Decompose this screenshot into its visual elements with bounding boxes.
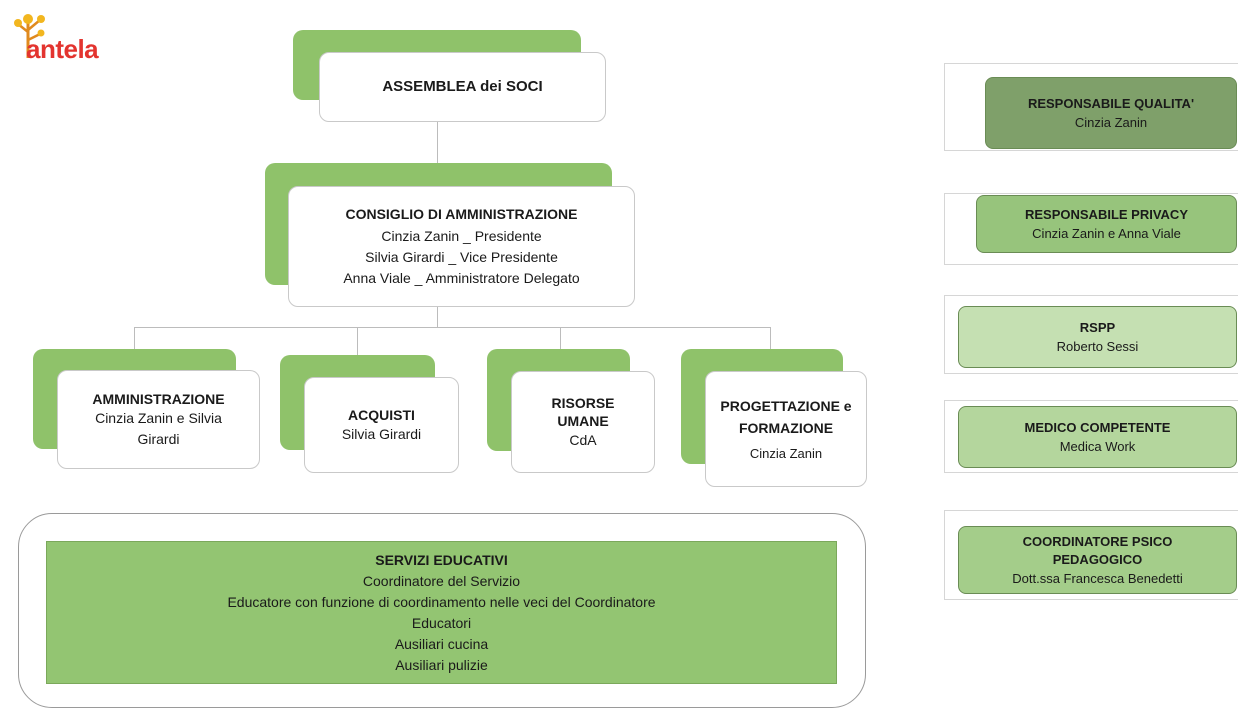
role-title: COORDINATORE PSICO PEDAGOGICO — [1022, 533, 1173, 567]
role-sub: Cinzia Zanin — [1074, 114, 1148, 130]
servizi-line: Ausiliari pulizie — [395, 656, 488, 673]
dept-sub: Silvia Girardi — [341, 425, 422, 442]
role-title: MEDICO COMPETENTE — [1024, 419, 1171, 435]
connector-dept-1 — [134, 327, 135, 349]
role-sub: Roberto Sessi — [1056, 338, 1139, 354]
logo-text: antela — [26, 34, 99, 64]
connector-consiglio-down — [437, 307, 438, 327]
consiglio-line: Anna Viale _ Amministratore Delegato — [343, 269, 580, 286]
role-sub: Dott.ssa Francesca Benedetti — [1012, 570, 1183, 586]
dept-title: RISORSE UMANE — [551, 394, 615, 429]
role-rspp: RSPP Roberto Sessi — [958, 306, 1237, 368]
servizi-line: Educatori — [411, 614, 472, 631]
consiglio-line: Silvia Girardi _ Vice Presidente — [365, 248, 558, 265]
assemblea-title: ASSEMBLEA dei SOCI — [382, 78, 543, 95]
dept-risorse-umane: RISORSE UMANE CdA — [511, 371, 655, 473]
role-sub: Medica Work — [1059, 438, 1136, 454]
dept-progettazione: PROGETTAZIONE e FORMAZIONE Cinzia Zanin — [705, 371, 867, 487]
tree-icon — [14, 14, 45, 58]
connector-dept-2 — [357, 327, 358, 355]
dept-sub: CdA — [569, 431, 597, 448]
role-responsabile-privacy: RESPONSABILE PRIVACY Cinzia Zanin e Anna… — [976, 195, 1237, 253]
connector-assemblea-consiglio — [437, 122, 438, 186]
role-medico-competente: MEDICO COMPETENTE Medica Work — [958, 406, 1237, 468]
dept-sub: Cinzia Zanin e Silvia Girardi — [95, 409, 222, 447]
dept-title: AMMINISTRAZIONE — [92, 390, 225, 407]
role-title: RESPONSABILE QUALITA' — [1027, 95, 1195, 111]
role-coordinatore-psico-pedagogico: COORDINATORE PSICO PEDAGOGICO Dott.ssa F… — [958, 526, 1237, 594]
dept-title: ACQUISTI — [348, 406, 415, 423]
assemblea-box: ASSEMBLEA dei SOCI — [319, 52, 606, 122]
servizi-box: SERVIZI EDUCATIVI Coordinatore del Servi… — [46, 541, 837, 684]
role-title: RESPONSABILE PRIVACY — [1024, 206, 1188, 222]
connector-dept-3 — [560, 327, 561, 349]
connector-dept-4 — [770, 327, 771, 349]
dept-title: PROGETTAZIONE e FORMAZIONE — [720, 397, 852, 436]
connector-horizontal — [134, 327, 771, 328]
consiglio-line: Cinzia Zanin _ Presidente — [381, 227, 542, 244]
dept-amministrazione: AMMINISTRAZIONE Cinzia Zanin e Silvia Gi… — [57, 370, 260, 469]
logo: antela — [6, 10, 118, 70]
servizi-title: SERVIZI EDUCATIVI — [375, 551, 508, 568]
role-title: RSPP — [1079, 319, 1116, 335]
consiglio-title: CONSIGLIO DI AMMINISTRAZIONE — [345, 205, 578, 222]
servizi-line: Educatore con funzione di coordinamento … — [227, 593, 656, 610]
servizi-line: Ausiliari cucina — [394, 635, 489, 652]
consiglio-box: CONSIGLIO DI AMMINISTRAZIONE Cinzia Zani… — [288, 186, 635, 307]
dept-acquisti: ACQUISTI Silvia Girardi — [304, 377, 459, 473]
role-sub: Cinzia Zanin e Anna Viale — [1032, 225, 1181, 241]
dept-sub: Cinzia Zanin — [749, 445, 823, 461]
servizi-line: Coordinatore del Servizio — [362, 572, 521, 589]
role-responsabile-qualita: RESPONSABILE QUALITA' Cinzia Zanin — [985, 77, 1237, 149]
